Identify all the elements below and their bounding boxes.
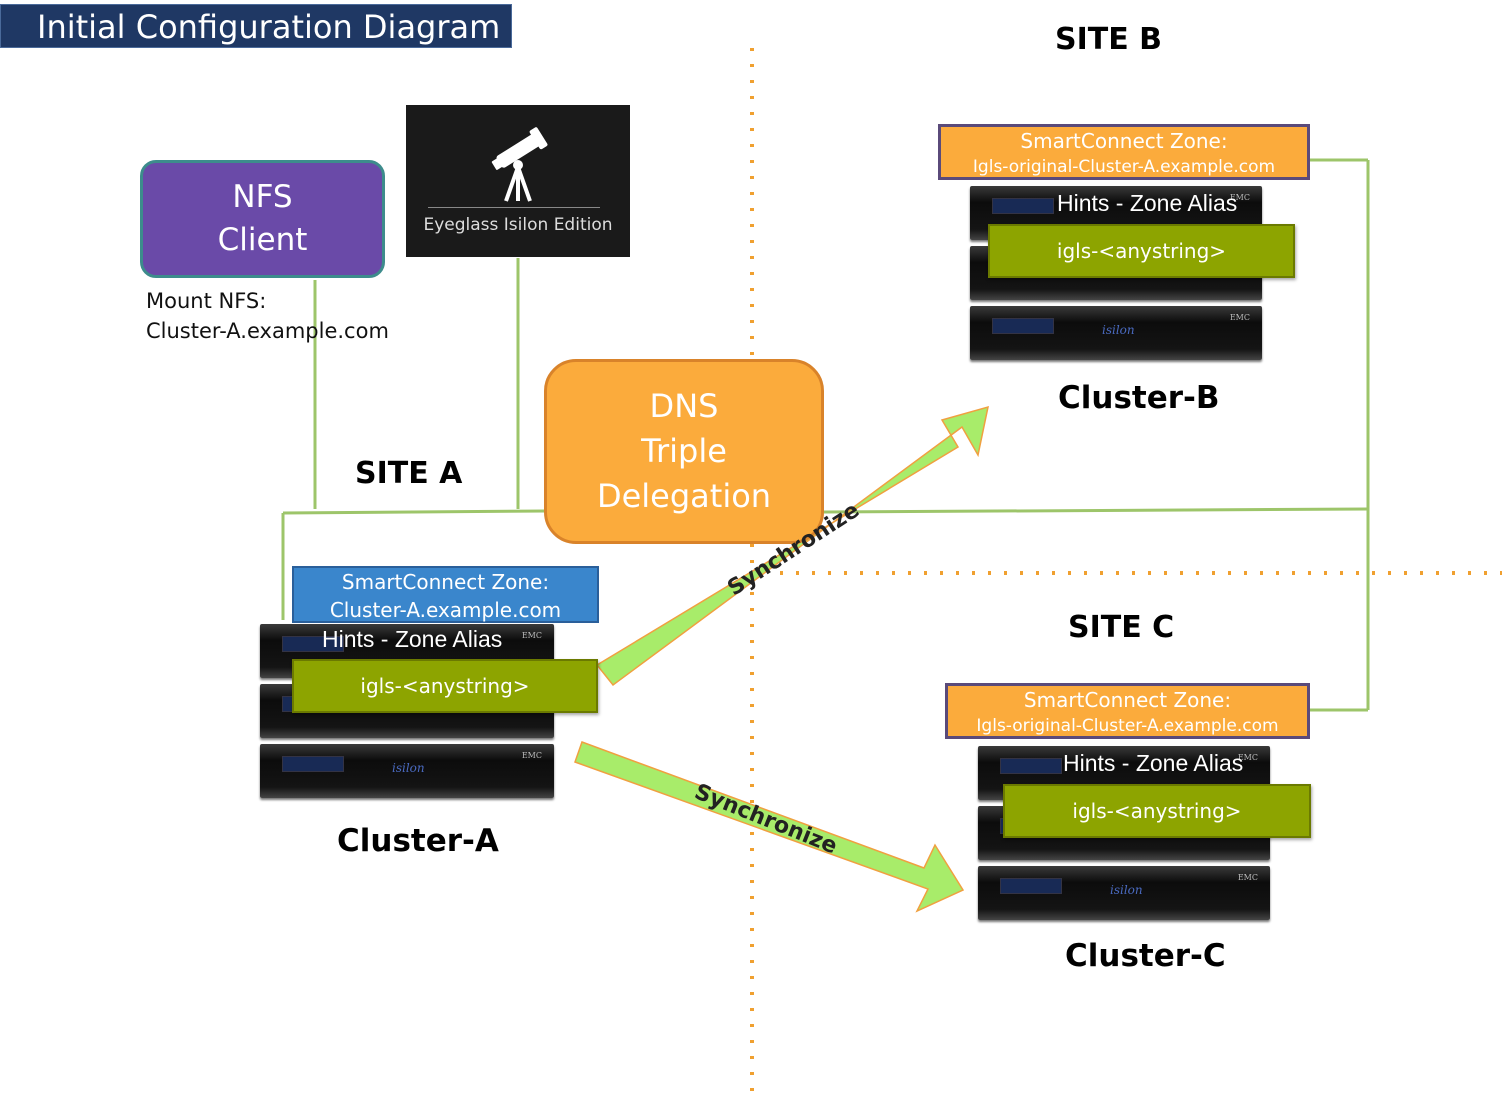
nfs-client-line2: Client [217, 222, 308, 258]
site-c-label: SITE C [1068, 610, 1175, 645]
cluster-a-zone-line2: Cluster-A.example.com [329, 598, 562, 622]
dns-line3: Delegation [596, 477, 772, 515]
cluster-b-zone-line1: SmartConnect Zone: [1020, 129, 1228, 153]
dns-line2: Triple [641, 432, 727, 470]
nfs-client-line1: NFS [232, 179, 293, 215]
cluster-b-zone-line2: Igls-original-Cluster-A.example.com [972, 157, 1276, 177]
cluster-b-zone: SmartConnect Zone: Igls-original-Cluster… [938, 124, 1310, 180]
eyeglass-caption: Eyeglass Isilon Edition [423, 215, 613, 235]
cluster-b-alias: igls-<anystring> [988, 224, 1295, 278]
site-a-label: SITE A [355, 456, 463, 491]
cluster-c-label: Cluster-C [1065, 938, 1226, 974]
dns-delegation-box: DNS Triple Delegation [544, 359, 824, 544]
cluster-a-alias: igls-<anystring> [292, 659, 598, 713]
nfs-client-box: NFS Client [140, 160, 385, 278]
site-b-label: SITE B [1055, 22, 1163, 57]
mount-note-line1: Mount NFS: [146, 289, 267, 313]
mount-note-line2: Cluster-A.example.com [146, 319, 389, 343]
sync-arrow-to-cluster-b [595, 405, 989, 687]
cluster-a-label: Cluster-A [337, 823, 499, 859]
cluster-c-alias: igls-<anystring> [1003, 784, 1311, 838]
cluster-a-hints: Hints - Zone Alias [322, 626, 503, 652]
cluster-a-zone: SmartConnect Zone: Cluster-A.example.com [292, 566, 599, 623]
eyeglass-box: Eyeglass Isilon Edition [406, 105, 630, 257]
eyeglass-divider [428, 207, 600, 208]
cluster-b-label: Cluster-B [1058, 380, 1220, 416]
cluster-a-zone-line1: SmartConnect Zone: [341, 570, 550, 594]
cluster-b-hints: Hints - Zone Alias [1057, 190, 1238, 216]
network-connectors [281, 158, 1370, 712]
cluster-c-zone-line1: SmartConnect Zone: [1023, 688, 1232, 712]
cluster-c-hints: Hints - Zone Alias [1063, 750, 1244, 776]
diagram-title: Initial Configuration Diagram [0, 4, 512, 48]
telescope-icon [491, 127, 548, 202]
cluster-c-zone: SmartConnect Zone: Igls-original-Cluster… [945, 683, 1310, 739]
dns-line1: DNS [649, 387, 719, 425]
mount-note: Mount NFS: Cluster-A.example.com [146, 286, 389, 346]
cluster-c-zone-line2: Igls-original-Cluster-A.example.com [976, 716, 1279, 736]
sync-arrow-to-cluster-c [574, 741, 965, 913]
